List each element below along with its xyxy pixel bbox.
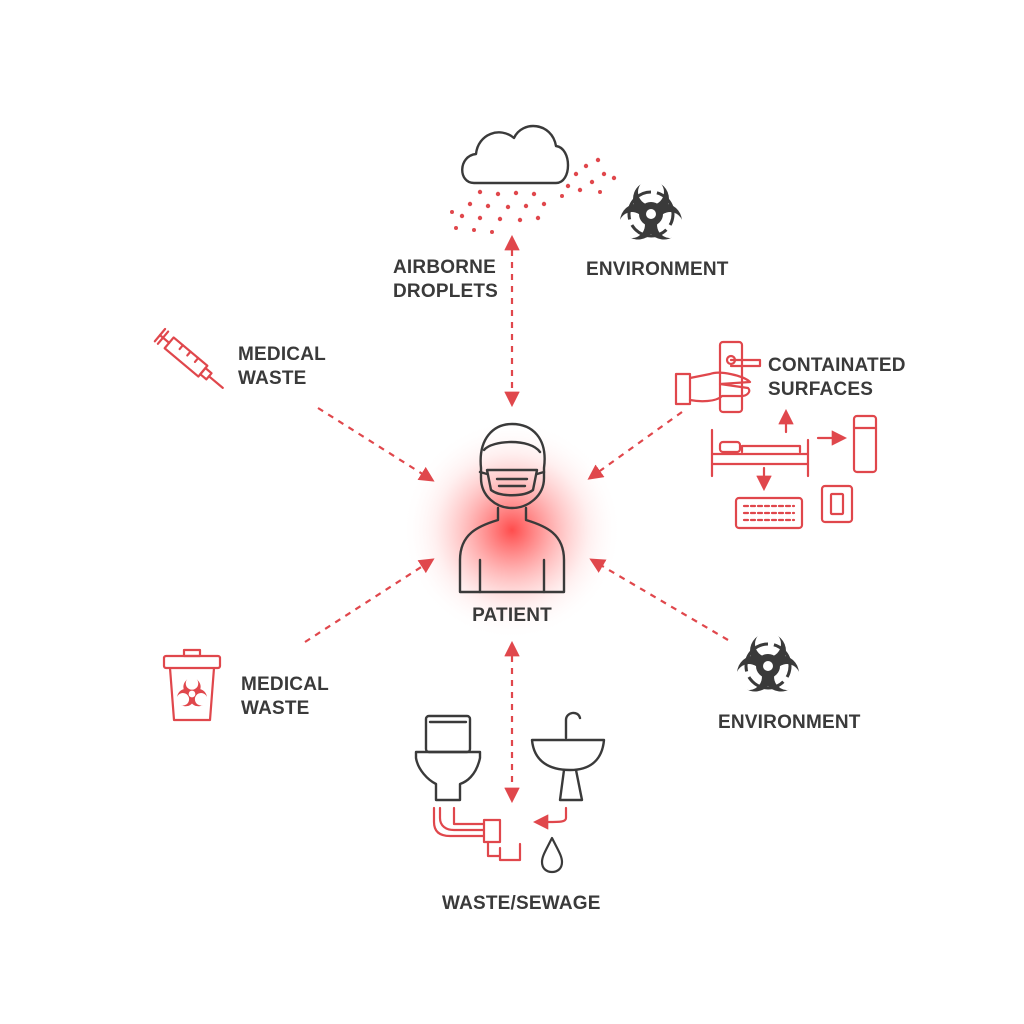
- environment-bottom-label: ENVIRONMENT: [718, 712, 861, 733]
- biohazard-icon: [735, 631, 801, 692]
- cloud-droplets-icon: [450, 124, 617, 234]
- medical-waste-bin-label: MEDICAL WASTE: [241, 673, 329, 721]
- masked-person-icon: [458, 422, 566, 594]
- medical-waste-bin-line2: WASTE: [241, 698, 310, 719]
- transmission-arrows: [304, 234, 729, 804]
- hospital-bed-icon: [710, 428, 810, 478]
- arrow-medical-waste-syringe: [317, 407, 435, 482]
- airborne-label-line2: DROPLETS: [393, 281, 499, 302]
- arrow-medical-waste-bin: [304, 558, 435, 643]
- medical-waste-bin-line1: MEDICAL: [241, 674, 329, 695]
- toilet-icon: [414, 714, 482, 802]
- keyboard-icon: [734, 496, 804, 530]
- sink-icon: [530, 711, 606, 802]
- sewage-label: WASTE/SEWAGE: [442, 893, 601, 914]
- medical-waste-syringe-label: MEDICAL WASTE: [238, 343, 326, 391]
- patient-label: PATIENT: [472, 605, 552, 626]
- water-drop-icon: [540, 836, 564, 874]
- surfaces-label-line1: CONTAINATED: [768, 355, 906, 376]
- surfaces-cluster: [674, 340, 878, 530]
- sewage-cluster: [414, 711, 606, 874]
- medical-waste-syringe-line2: WASTE: [238, 368, 307, 389]
- biohazard-bin-icon: [162, 648, 222, 722]
- surfaces-label: CONTAINATED SURFACES: [768, 354, 906, 402]
- airborne-label-line1: AIRBORNE: [393, 257, 496, 278]
- pipe-icon: [432, 806, 568, 862]
- syringe-icon: [153, 327, 224, 389]
- phone-icon: [852, 414, 878, 474]
- cloud-icon: [461, 124, 570, 185]
- surfaces-label-line2: SURFACES: [768, 379, 874, 400]
- biohazard-icon: [618, 179, 684, 240]
- hand-icon: [674, 371, 752, 406]
- arrow-environment: [589, 558, 729, 641]
- medical-waste-syringe-line1: MEDICAL: [238, 344, 326, 365]
- airborne-label: AIRBORNE DROPLETS: [393, 256, 498, 304]
- patient-glow: [402, 420, 622, 640]
- environment-top-label: ENVIRONMENT: [586, 259, 729, 280]
- arrow-surfaces: [587, 411, 683, 480]
- light-switch-icon: [820, 484, 854, 524]
